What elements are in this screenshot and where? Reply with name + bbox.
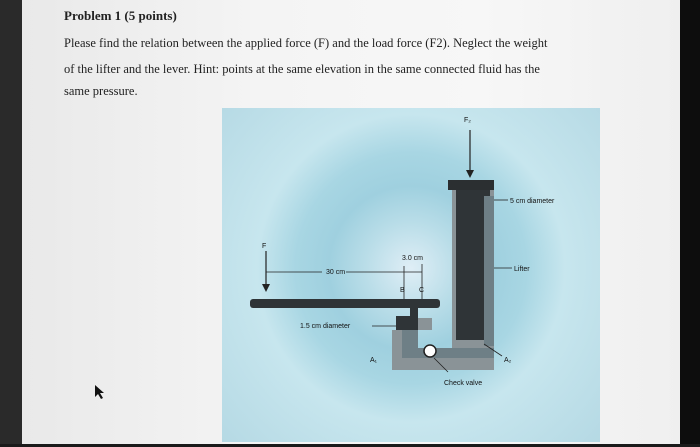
large-piston-cap [448, 180, 494, 190]
point-b-label: B [400, 287, 405, 294]
large-cylinder-fluid [484, 196, 494, 346]
lever-bar [250, 299, 440, 308]
problem-text-line-1: Please find the relation between the app… [64, 36, 548, 50]
monitor-bezel-left [0, 0, 22, 444]
point-c-label: C [419, 287, 424, 294]
small-piston [396, 316, 418, 330]
f-arrow-head [262, 284, 270, 292]
problem-title: Problem 1 (5 points) [64, 8, 177, 23]
problem-text-line-2: of the lifter and the lever. Hint: point… [64, 62, 540, 76]
f2-label: F₂ [464, 117, 471, 124]
a2-label: A₂ [504, 357, 512, 364]
a2-leader [483, 343, 503, 357]
hydraulic-lifter-figure: F₂ 5 cm diameter Lifter F 30 cm 3.0 cm B… [222, 108, 600, 442]
dim30-label: 30 cm [326, 269, 345, 276]
monitor-bezel-right [680, 0, 700, 444]
check-valve-label: Check valve [444, 380, 482, 387]
connecting-pipe-wall [392, 356, 494, 370]
dim3-label: 3.0 cm [402, 255, 423, 262]
small-piston-rod [410, 306, 418, 318]
f-label: F [262, 243, 266, 250]
check-valve-leader [433, 357, 449, 373]
small-cylinder-left-wall [392, 330, 402, 370]
a1-label: A₁ [370, 357, 378, 364]
small-cylinder-wall [418, 318, 432, 330]
mouse-cursor-icon [95, 385, 104, 399]
hydraulic-lifter-diagram: F₂ 5 cm diameter Lifter F 30 cm 3.0 cm B… [250, 117, 555, 387]
check-valve-icon [423, 344, 437, 358]
diam5-label: 5 cm diameter [510, 198, 555, 205]
problem-text-line-3: same pressure. [64, 84, 138, 98]
connecting-pipe-fluid [402, 348, 494, 358]
f2-arrow-head [466, 170, 474, 178]
diam15-label: 1.5 cm diameter [300, 323, 351, 330]
lifter-label: Lifter [514, 266, 530, 273]
